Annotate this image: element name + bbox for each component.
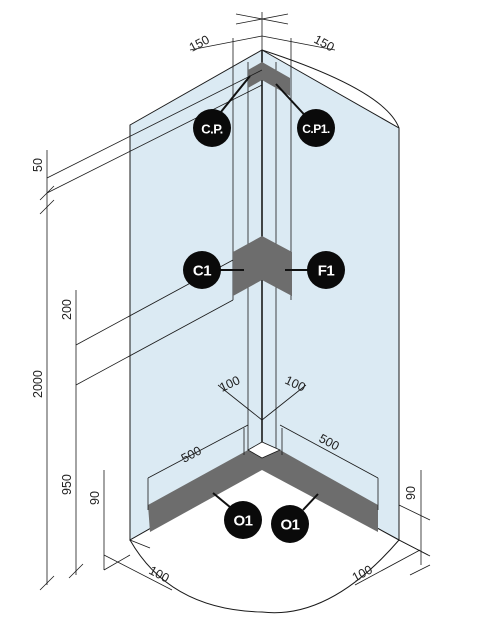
svg-text:C.P.: C.P. xyxy=(201,122,223,137)
bottom-corner-block xyxy=(247,441,281,459)
curved-glass-top xyxy=(261,49,400,129)
svg-text:C.P1.: C.P1. xyxy=(302,122,330,136)
dim-upper-gap: 50 xyxy=(31,158,45,172)
dim-total-height: 2000 xyxy=(31,370,45,398)
tag-o1-right: O1 xyxy=(271,505,309,543)
svg-text:O1: O1 xyxy=(280,517,299,534)
tag-cp: C.P. xyxy=(193,109,231,147)
mid-bracket-left xyxy=(233,236,262,296)
mid-bracket-right xyxy=(262,236,292,296)
dimension-lines xyxy=(39,12,431,591)
tag-c1: C1 xyxy=(183,251,221,289)
dim-lower-height: 950 xyxy=(60,474,74,495)
dim-top-right: 150 xyxy=(312,32,337,54)
svg-text:O1: O1 xyxy=(233,513,252,530)
bottom-profiles xyxy=(148,441,378,532)
svg-text:F1: F1 xyxy=(318,263,335,280)
svg-text:C1: C1 xyxy=(193,263,211,280)
top-brackets xyxy=(248,62,290,96)
dim-top-left: 150 xyxy=(187,32,212,54)
tag-o1-left: O1 xyxy=(224,501,262,539)
top-bracket-left xyxy=(248,62,262,88)
bottom-profile-right xyxy=(262,450,378,532)
glass-panels xyxy=(129,49,400,614)
dim-bottom-left: 90 xyxy=(88,491,102,505)
dim-bottom-right: 90 xyxy=(404,486,418,500)
dim-mid-height: 200 xyxy=(60,299,74,320)
bottom-profile-left xyxy=(148,450,262,532)
mid-brackets xyxy=(233,236,292,296)
tag-f1: F1 xyxy=(307,251,345,289)
tag-cp1: C.P1. xyxy=(297,109,335,147)
top-bracket-right xyxy=(262,62,290,96)
